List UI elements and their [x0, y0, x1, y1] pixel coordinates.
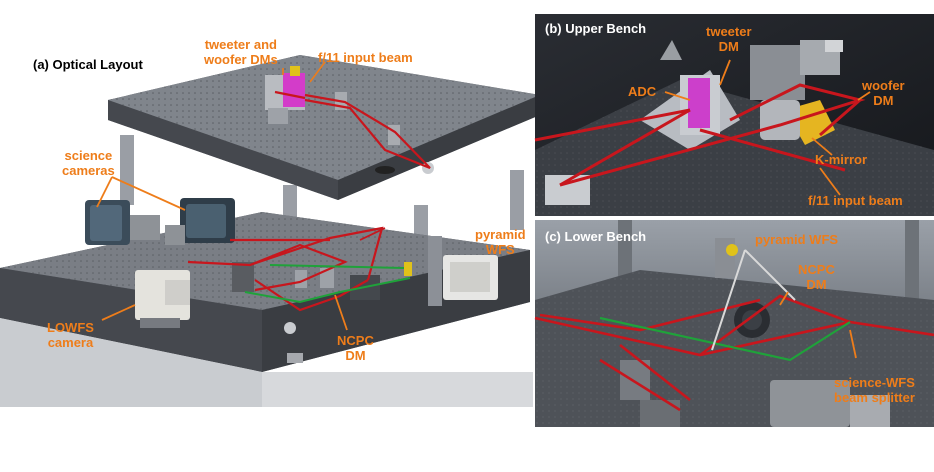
label-lowfs-camera: LOWFS camera [47, 320, 94, 350]
label-ncpc-line1: NCPC [337, 333, 374, 348]
label-woofer-dm: woofer DM [862, 78, 905, 108]
label-splitter-line1: science-WFS [834, 375, 915, 390]
label-woofer-line1: woofer [862, 78, 905, 93]
panel-a-artwork [0, 55, 540, 407]
label-pyramid-wfs-c: pyramid WFS [755, 232, 839, 247]
label-tweeter-woofer-line2: woofer DMs [204, 52, 278, 67]
label-ncpc-dm-c: NCPC DM [798, 262, 835, 292]
label-ncpc-dm-a: NCPC DM [337, 333, 374, 363]
label-tweeter-line1: tweeter [706, 24, 752, 39]
label-pyramid-line1: pyramid [475, 227, 526, 242]
panel-a-title: (a) Optical Layout [33, 57, 143, 72]
panel-b-title: (b) Upper Bench [545, 21, 647, 36]
label-tweeter-dm: tweeter DM [706, 24, 752, 54]
panel-b-artwork [534, 14, 934, 216]
panel-c-title: (c) Lower Bench [545, 229, 647, 244]
label-science-line1: science [64, 148, 113, 163]
label-splitter-line2: beam splitter [834, 390, 915, 405]
label-science-cameras: science cameras [62, 148, 115, 178]
panel-c-artwork [534, 220, 934, 427]
label-adc: ADC [628, 84, 657, 99]
label-ncpc-c-line1: NCPC [798, 262, 835, 277]
label-woofer-line2: DM [873, 93, 894, 108]
label-tweeter-woofer-line1: tweeter and [204, 37, 277, 52]
label-input-beam-a: f/11 input beam [318, 50, 413, 65]
label-beam-splitter: science-WFS beam splitter [834, 375, 915, 405]
label-tweeter-woofer: tweeter and woofer DMs [204, 37, 278, 67]
label-science-line2: cameras [62, 163, 115, 178]
label-lowfs-line2: camera [47, 335, 94, 350]
label-tweeter-line2: DM [718, 39, 739, 54]
label-pyramid-line2: WFS [485, 242, 515, 257]
label-lowfs-line1: LOWFS [47, 320, 94, 335]
label-ncpc-c-line2: DM [806, 277, 827, 292]
label-kmirror: K-mirror [815, 152, 868, 167]
label-ncpc-line2: DM [345, 348, 366, 363]
label-pyramid-wfs-a: pyramid WFS [475, 227, 526, 257]
label-input-beam-b: f/11 input beam [808, 193, 903, 208]
